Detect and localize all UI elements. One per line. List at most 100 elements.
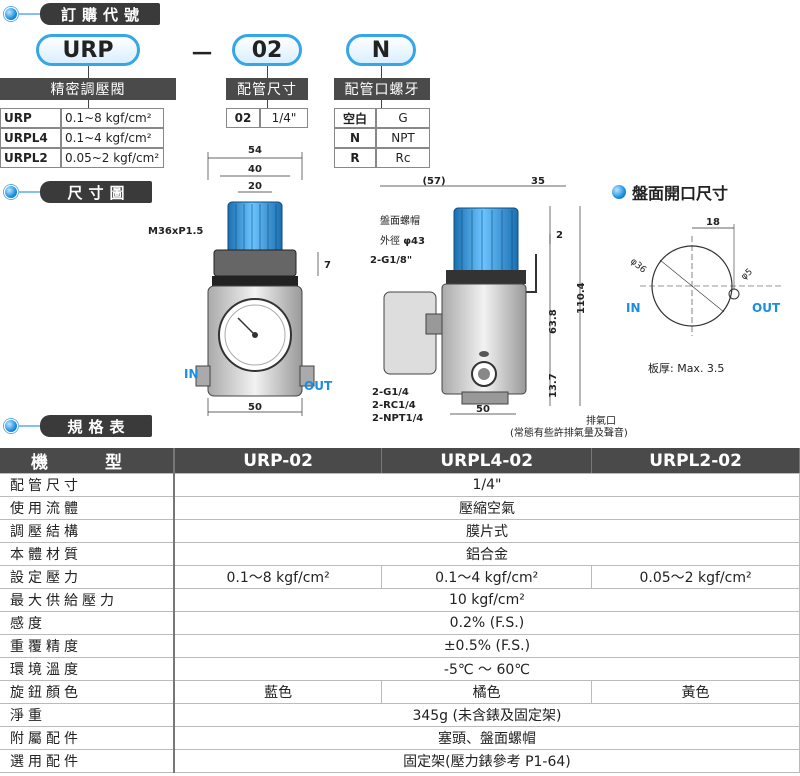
size-desc: 1/4" [260, 108, 308, 128]
spec-value: 塞頭、盤面螺帽 [173, 726, 800, 750]
model-desc: 0.1~4 kgf/cm² [61, 128, 164, 148]
dim-13: 13.7 [548, 373, 559, 398]
spec-row: 調壓結構膜片式 [0, 519, 800, 543]
spec-value: 0.1～8 kgf/cm² [173, 565, 383, 589]
model-code: URPL4 [0, 128, 61, 148]
side-dim-50: 50 [476, 404, 490, 415]
spec-label: 使用流體 [0, 496, 175, 520]
group-size-header: 配管尺寸 [226, 78, 308, 100]
panel-nut-label: 盤面螺帽 [380, 216, 420, 227]
dimension-section-header: 尺寸圖 [4, 180, 152, 204]
spec-value: 0.1～4 kgf/cm² [381, 565, 593, 589]
thread-code: N [334, 128, 376, 148]
panel-out-label: OUT [752, 301, 781, 315]
panel-in-label: IN [626, 301, 641, 315]
spec-value: 黃色 [591, 680, 800, 704]
spec-label: 選用配件 [0, 749, 175, 773]
thread-code: R [334, 148, 376, 168]
panel-cutout-drawing: 18 φ36 φ5 IN OUT [626, 217, 784, 336]
panel-dim-5: φ5 [740, 267, 755, 282]
spec-label: 環境溫度 [0, 657, 175, 681]
thread-code: 空白 [334, 108, 376, 128]
spec-label: 重覆精度 [0, 634, 175, 658]
spec-value: 10 kgf/cm² [173, 588, 800, 612]
thread-desc: G [376, 108, 430, 128]
bullet-icon [612, 185, 626, 199]
panel-thickness: 板厚: Max. 3.5 [648, 362, 725, 375]
dim-2: 2 [556, 230, 563, 241]
spec-label: 附屬配件 [0, 726, 175, 750]
panel-dim-18: 18 [706, 217, 720, 228]
spec-value: 膜片式 [173, 519, 800, 543]
side-view-drawing: (57) 35 2 110.4 63.8 13.7 50 [380, 176, 587, 415]
spec-value: 0.05～2 kgf/cm² [591, 565, 800, 589]
dim-35: 35 [531, 176, 545, 187]
code-part-thread: N [346, 34, 416, 66]
spec-label: 本體材質 [0, 542, 175, 566]
dim-63: 63.8 [548, 309, 559, 334]
model-code: URPL2 [0, 148, 61, 168]
bullet-icon [4, 185, 18, 199]
front-view-drawing: 54 40 20 50 7 IN OUT [184, 145, 333, 416]
code-dash: － [190, 40, 214, 68]
spec-section-header: 規格表 [4, 414, 152, 438]
spec-value: ±0.5% (F.S.) [173, 634, 800, 658]
spec-value: -5℃ ～ 60℃ [173, 657, 800, 681]
dim-110: 110.4 [576, 282, 587, 314]
spec-value: 345g (未含錶及固定架) [173, 703, 800, 727]
front-out-label: OUT [304, 379, 333, 393]
spec-label: 調壓結構 [0, 519, 175, 543]
bullet-icon [4, 419, 18, 433]
dim-50: 50 [248, 402, 262, 413]
group-model-header: 精密調壓閥 [0, 78, 176, 100]
size-code: 02 [226, 108, 260, 128]
spec-label: 設定壓力 [0, 565, 175, 589]
spec-value: 壓縮空氣 [173, 496, 800, 520]
dim-7: 7 [324, 260, 331, 271]
exhaust-label: 排氣口 [586, 416, 616, 427]
spec-label: 最大供給壓力 [0, 588, 175, 612]
bullet-icon [4, 7, 18, 21]
main-port-labels: 2-G1/4 2-RC1/4 2-NPT1/4 [372, 387, 424, 424]
exhaust-note: (常態有些許排氣量及聲音) [510, 428, 628, 439]
spec-row: 旋鈕顏色藍色橘色黃色 [0, 680, 800, 704]
spec-label: 感度 [0, 611, 175, 635]
spec-row: 重覆精度±0.5% (F.S.) [0, 634, 800, 658]
spec-value: 藍色 [173, 680, 383, 704]
spec-row: 選用配件固定架(壓力錶參考 P1-64) [0, 749, 800, 773]
spec-title: 規格表 [40, 415, 152, 437]
spec-value: 橘色 [381, 680, 593, 704]
spec-row: 環境溫度-5℃ ～ 60℃ [0, 657, 800, 681]
thread-desc: Rc [376, 148, 430, 168]
code-part-model: URP [36, 34, 140, 66]
spec-label: 配管尺寸 [0, 473, 175, 497]
group-thread-header: 配管口螺牙 [334, 78, 430, 100]
spec-label: 旋鈕顏色 [0, 680, 175, 704]
dim-57: (57) [422, 176, 445, 187]
order-title: 訂購代號 [40, 3, 160, 25]
thread-spec-label: M36xP1.5 [148, 226, 204, 237]
model-desc: 0.05~2 kgf/cm² [61, 148, 164, 168]
spec-row: 本體材質鋁合金 [0, 542, 800, 566]
dim-54: 54 [248, 145, 262, 156]
dim-20: 20 [248, 181, 262, 192]
model-code: URP [0, 108, 61, 128]
order-section-header: 訂購代號 [4, 2, 160, 26]
spec-header-row: 機 型 URP-02 URPL4-02 URPL2-02 [0, 448, 800, 474]
dim-40: 40 [248, 164, 262, 175]
spec-value: 0.2% (F.S.) [173, 611, 800, 635]
spec-value: 1/4" [173, 473, 800, 497]
model-desc: 0.1~8 kgf/cm² [61, 108, 164, 128]
spec-value: 鋁合金 [173, 542, 800, 566]
dimension-title: 尺寸圖 [40, 181, 152, 203]
spec-row: 附屬配件塞頭、盤面螺帽 [0, 726, 800, 750]
front-in-label: IN [184, 367, 199, 381]
panel-dim-36: φ36 [628, 257, 648, 276]
spec-row: 使用流體壓縮空氣 [0, 496, 800, 520]
thread-desc: NPT [376, 128, 430, 148]
